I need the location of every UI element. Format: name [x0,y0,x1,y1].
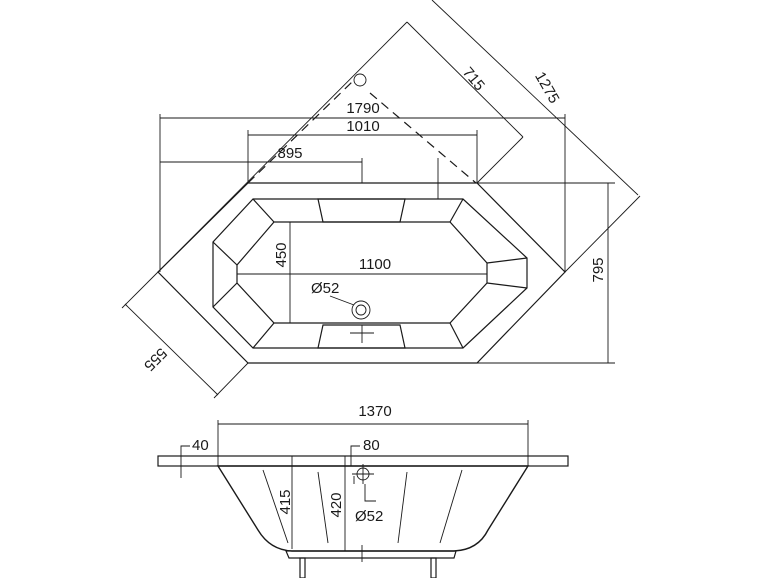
label-1790: 1790 [346,100,379,117]
legs [299,557,437,578]
label-1370: 1370 [358,403,391,420]
dim-line-555 [124,303,219,396]
label-415: 415 [277,489,294,514]
label-1100: 1100 [359,256,391,273]
tub-corner-lines [212,198,528,349]
rim-marker-80 [350,445,360,466]
label-715: 715 [459,64,488,94]
tub-outer-rim [157,182,566,364]
dashed-wall-line [369,92,477,184]
label-450: 450 [273,242,290,267]
label-overflow-diameter: Ø52 [355,508,383,525]
drain-icon [351,300,371,320]
extension-line [121,271,159,309]
label-420: 420 [328,492,345,517]
tub-inner-rim [212,198,528,349]
armrest-top [317,198,406,223]
drain-inner [355,304,367,316]
shell-contour-lines [262,469,463,544]
rim-marker-40 [180,445,190,478]
label-795: 795 [590,257,607,282]
label-rim-40: 40 [192,437,209,454]
extension-line [564,195,641,273]
extension-line [476,136,524,184]
tub-base [285,550,457,559]
tap-position-icon [353,73,367,87]
side-view: 1370 40 80 415 420 Ø52 [157,403,569,578]
top-view: 1790 1010 895 715 1275 795 555 450 1100 … [121,0,641,399]
dashed-wall-line [247,81,353,184]
label-895: 895 [277,145,302,162]
label-1010: 1010 [346,118,379,135]
extension-line [213,362,249,399]
dim-line-1275 [431,0,639,196]
overflow-leader [364,484,376,502]
label-rim-80: 80 [363,437,380,454]
armrest-bottom [317,324,406,349]
label-1275: 1275 [531,69,562,106]
drain-leader [329,295,355,306]
label-drain-diameter: Ø52 [311,280,339,297]
label-555: 555 [140,344,170,374]
